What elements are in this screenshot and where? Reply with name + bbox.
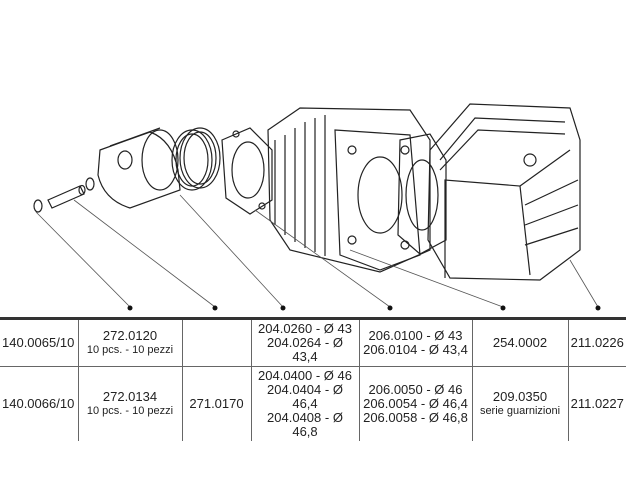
gasket-code: 209.0350 <box>492 389 548 404</box>
head-code: 211.0227 <box>567 366 626 441</box>
piston-pin-clips <box>33 177 95 213</box>
piston-code: 204.0400 - Ø 46 <box>258 368 352 383</box>
ring-code: 206.0100 - Ø 43 <box>368 328 463 343</box>
ring-code: 206.0104 - Ø 43,4 <box>363 342 468 357</box>
pin-clip-note: 10 pcs. - 10 pezzi <box>86 405 174 417</box>
head-gasket <box>397 133 447 255</box>
gasket-note: serie guarnizioni <box>479 405 561 417</box>
gasket-code: 254.0002 <box>471 318 568 367</box>
piston-code: 204.0264 - Ø 43,4 <box>267 335 343 364</box>
piston-pin-code <box>181 318 251 367</box>
kit-code: 140.0065/10 <box>0 318 78 367</box>
leader-dots <box>127 305 601 311</box>
cylinder <box>267 107 431 273</box>
piston-pin-code: 271.0170 <box>181 366 251 441</box>
piston-code: 204.0408 - Ø 46,8 <box>267 410 343 439</box>
base-gasket <box>221 127 273 215</box>
pin-clip-code: 272.0134 <box>102 389 158 404</box>
leader-lines <box>35 194 599 308</box>
piston-rings <box>171 127 221 191</box>
ring-code: 206.0054 - Ø 46,4 <box>363 396 468 411</box>
kit-code: 140.0066/10 <box>2 396 75 411</box>
ring-code: 206.0050 - Ø 46 <box>368 382 463 397</box>
pin-clip-code: 272.0120 <box>102 328 158 343</box>
ring-code: 206.0058 - Ø 46,8 <box>363 410 468 425</box>
head-code: 211.0226 <box>567 318 626 367</box>
piston <box>97 127 181 209</box>
cylinder-head <box>427 103 581 281</box>
pin-clip-note: 10 pcs. - 10 pezzi <box>86 344 174 356</box>
piston-code: 204.0260 - Ø 43 <box>258 321 352 336</box>
piston-code: 204.0404 - Ø 46,4 <box>267 382 343 411</box>
piston-pin <box>47 184 86 209</box>
exploded-engine-diagram <box>33 103 601 311</box>
